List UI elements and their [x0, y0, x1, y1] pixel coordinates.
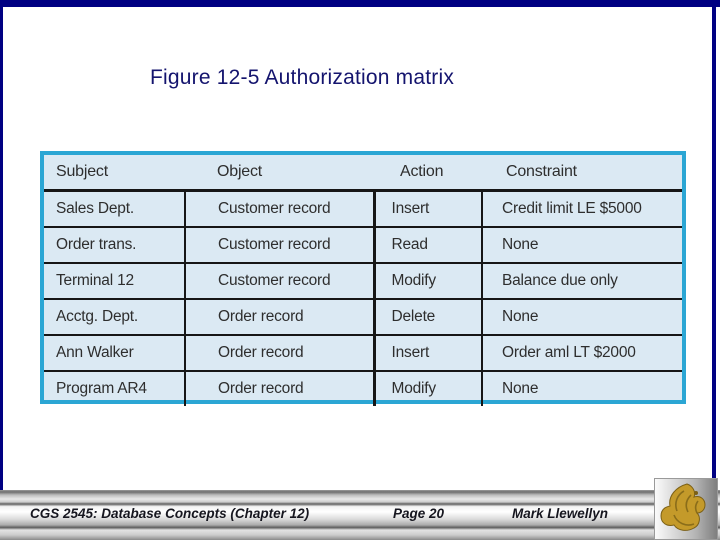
table-cell: Sales Dept.: [44, 190, 186, 228]
table-cell: None: [481, 370, 682, 406]
frame-border-right: [712, 0, 716, 488]
table-cell: Order record: [184, 334, 375, 372]
table-cell: Customer record: [184, 190, 375, 228]
footer-page-number: Page 20: [393, 506, 445, 521]
table-cell: Delete: [372, 298, 483, 336]
column-header-action: Action: [374, 155, 482, 192]
table-cell: Acctg. Dept.: [44, 298, 186, 336]
frame-border-left: [0, 0, 3, 490]
table-cell: Read: [372, 226, 483, 264]
table-row: Order trans. Customer record Read None: [44, 226, 682, 264]
authorization-matrix-table: Subject Object Action Constraint Sales D…: [44, 155, 682, 406]
table-cell: Program AR4: [44, 370, 186, 406]
table-cell: Modify: [372, 262, 483, 300]
table-cell: Order trans.: [44, 226, 186, 264]
table-row: Acctg. Dept. Order record Delete None: [44, 298, 682, 336]
table-cell: Customer record: [184, 226, 375, 264]
footer-author-name: Mark Llewellyn: [512, 506, 609, 521]
table-row: Terminal 12 Customer record Modify Balan…: [44, 262, 682, 300]
table-cell: Ann Walker: [44, 334, 186, 372]
authorization-matrix-figure: Subject Object Action Constraint Sales D…: [40, 151, 686, 406]
table-row: Sales Dept. Customer record Insert Credi…: [44, 190, 682, 228]
table-cell: Credit limit LE $5000: [481, 190, 682, 228]
logo-panel: [654, 478, 718, 540]
table-cell: Insert: [372, 190, 483, 228]
table-cell: Terminal 12: [44, 262, 186, 300]
frame-border-top: [0, 0, 720, 7]
table-cell: Order record: [184, 370, 375, 406]
footer-course-label: CGS 2545: Database Concepts (Chapter 12): [30, 506, 310, 521]
table-cell: Modify: [372, 370, 483, 406]
table-cell: Order aml LT $2000: [481, 334, 682, 372]
table-cell: None: [481, 298, 682, 336]
table-header-row: Subject Object Action Constraint: [44, 155, 682, 192]
table-cell: Insert: [372, 334, 483, 372]
table-row: Ann Walker Order record Insert Order aml…: [44, 334, 682, 372]
footer-bar: CGS 2545: Database Concepts (Chapter 12)…: [0, 490, 720, 540]
table-cell: Order record: [184, 298, 375, 336]
page-title: Figure 12-5 Authorization matrix: [150, 66, 455, 89]
table-row: Program AR4 Order record Modify None: [44, 370, 682, 406]
column-header-subject: Subject: [44, 155, 185, 192]
table-cell: Customer record: [184, 262, 375, 300]
column-header-object: Object: [185, 155, 374, 192]
column-header-constraint: Constraint: [482, 155, 682, 192]
table-cell: None: [481, 226, 682, 264]
ucf-pegasus-logo-icon: [660, 481, 712, 537]
table-cell: Balance due only: [481, 262, 682, 300]
